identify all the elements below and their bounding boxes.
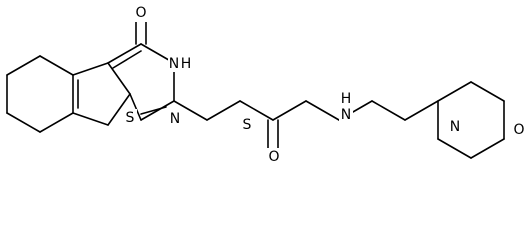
bond [239, 100, 274, 121]
morpholine-ring [437, 81, 505, 159]
side-chain [173, 100, 340, 121]
atom-s-thioether: S [243, 117, 252, 133]
cyclohexane-ring [6, 55, 74, 133]
atom-h-amide: H [341, 91, 352, 107]
bond [470, 81, 505, 102]
atom-n-morpholine: N [450, 119, 460, 135]
bond [305, 100, 340, 121]
bond [112, 50, 142, 69]
bond [437, 81, 472, 102]
molecule-diagram: O N H S N S O H N N O [6, 5, 526, 165]
bond [470, 138, 505, 159]
bond [107, 93, 131, 126]
fused-double-bond [72, 74, 79, 114]
atom-o-morpholine: O [513, 122, 524, 138]
thiophene-ring [72, 62, 131, 126]
atom-s-thiophene: S [126, 110, 135, 126]
ethyl-linker [338, 100, 439, 121]
bond [206, 100, 241, 121]
bond [404, 100, 439, 121]
atom-n-ring: N [170, 111, 180, 127]
bond [371, 100, 406, 121]
bond [437, 138, 472, 159]
atom-labels: O N H S N S O H N N O [122, 5, 526, 165]
bond [107, 43, 142, 64]
atom-h-ring-nh: H [181, 56, 192, 72]
bond [6, 112, 41, 133]
bond [6, 55, 41, 76]
bond [140, 100, 175, 121]
bond [173, 100, 208, 121]
structure-canvas: O N H S N S O H N N O [6, 5, 526, 165]
bond [107, 62, 131, 95]
pyrimidinone-ring [107, 43, 175, 121]
atom-o-carbonyl-ring: O [135, 5, 146, 21]
bond [140, 106, 167, 115]
bond [39, 112, 74, 133]
bond [72, 112, 109, 126]
bond [72, 62, 109, 76]
atom-n-amide: N [341, 107, 351, 123]
atom-n-ring-nh: N [169, 56, 179, 72]
bond [39, 55, 74, 76]
bond [272, 100, 307, 121]
atom-o-amide: O [268, 149, 279, 165]
bond [129, 93, 142, 121]
